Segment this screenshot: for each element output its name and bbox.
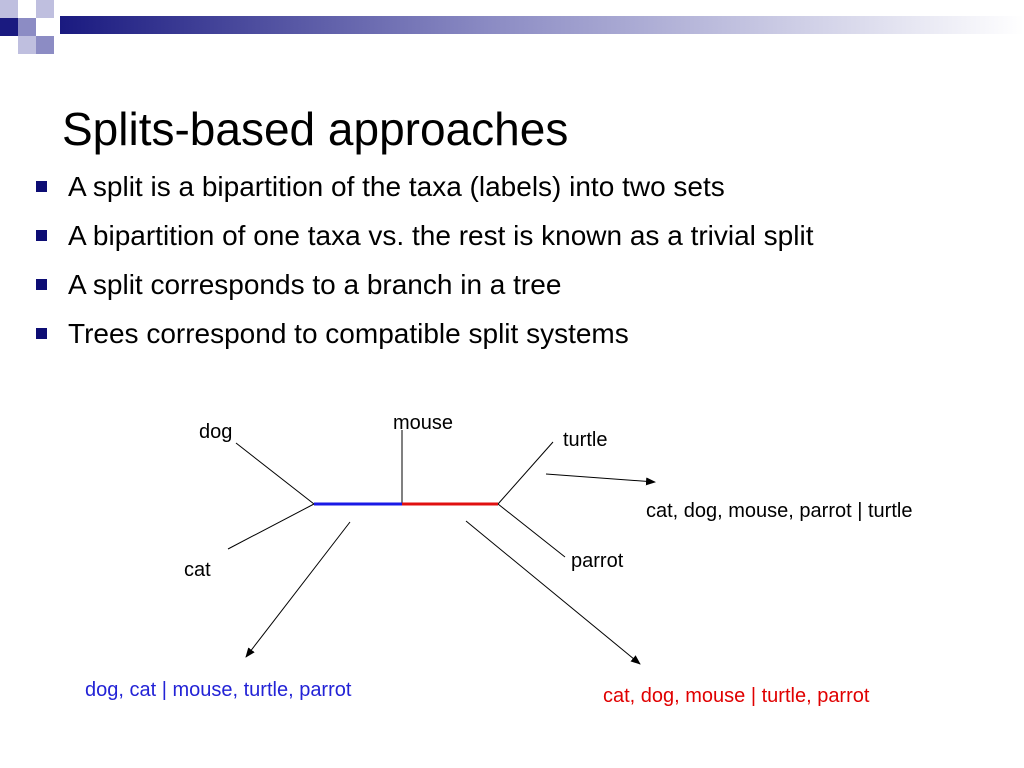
split-label-blue: dog, cat | mouse, turtle, parrot: [85, 679, 352, 701]
square-bullet-icon: [36, 328, 47, 339]
arrow-blue-split: [245, 521, 351, 658]
header-banner: [0, 0, 1024, 54]
bullet-text: Trees correspond to compatible split sys…: [68, 318, 629, 349]
edge-cat: [227, 503, 315, 550]
edge-parrot: [497, 503, 566, 558]
banner-square: [18, 0, 36, 18]
taxon-label-dog: dog: [199, 421, 233, 443]
banner-square: [36, 0, 54, 18]
taxon-label-parrot: parrot: [571, 550, 624, 572]
square-bullet-icon: [36, 279, 47, 290]
banner-square: [0, 0, 18, 18]
arrow-trivial-split: [545, 473, 656, 486]
taxon-label-cat: cat: [184, 559, 211, 581]
banner-square: [18, 36, 36, 54]
bullet-item: Trees correspond to compatible split sys…: [36, 315, 813, 364]
bullet-item: A bipartition of one taxa vs. the rest i…: [36, 217, 813, 266]
bullet-item: A split corresponds to a branch in a tre…: [36, 266, 813, 315]
arrow-red-split: [465, 520, 641, 665]
square-bullet-icon: [36, 230, 47, 241]
banner-square: [18, 18, 36, 36]
edge-dog: [235, 442, 315, 505]
banner-square: [36, 36, 54, 54]
taxon-label-mouse: mouse: [393, 412, 454, 434]
split-label-red: cat, dog, mouse | turtle, parrot: [603, 685, 870, 707]
bullet-text: A bipartition of one taxa vs. the rest i…: [68, 220, 814, 251]
edge-turtle: [497, 441, 554, 505]
slide-title: Splits-based approaches: [62, 103, 569, 155]
bullet-item: A split is a bipartition of the taxa (la…: [36, 168, 813, 217]
bullet-list: A split is a bipartition of the taxa (la…: [36, 168, 813, 364]
banner-square: [0, 18, 18, 36]
split-label-trivial: cat, dog, mouse, parrot | turtle: [646, 500, 913, 522]
banner-square: [36, 18, 54, 36]
taxon-label-turtle: turtle: [563, 429, 608, 451]
bullet-text: A split corresponds to a branch in a tre…: [68, 269, 562, 300]
square-bullet-icon: [36, 181, 47, 192]
bullet-text: A split is a bipartition of the taxa (la…: [68, 171, 725, 202]
